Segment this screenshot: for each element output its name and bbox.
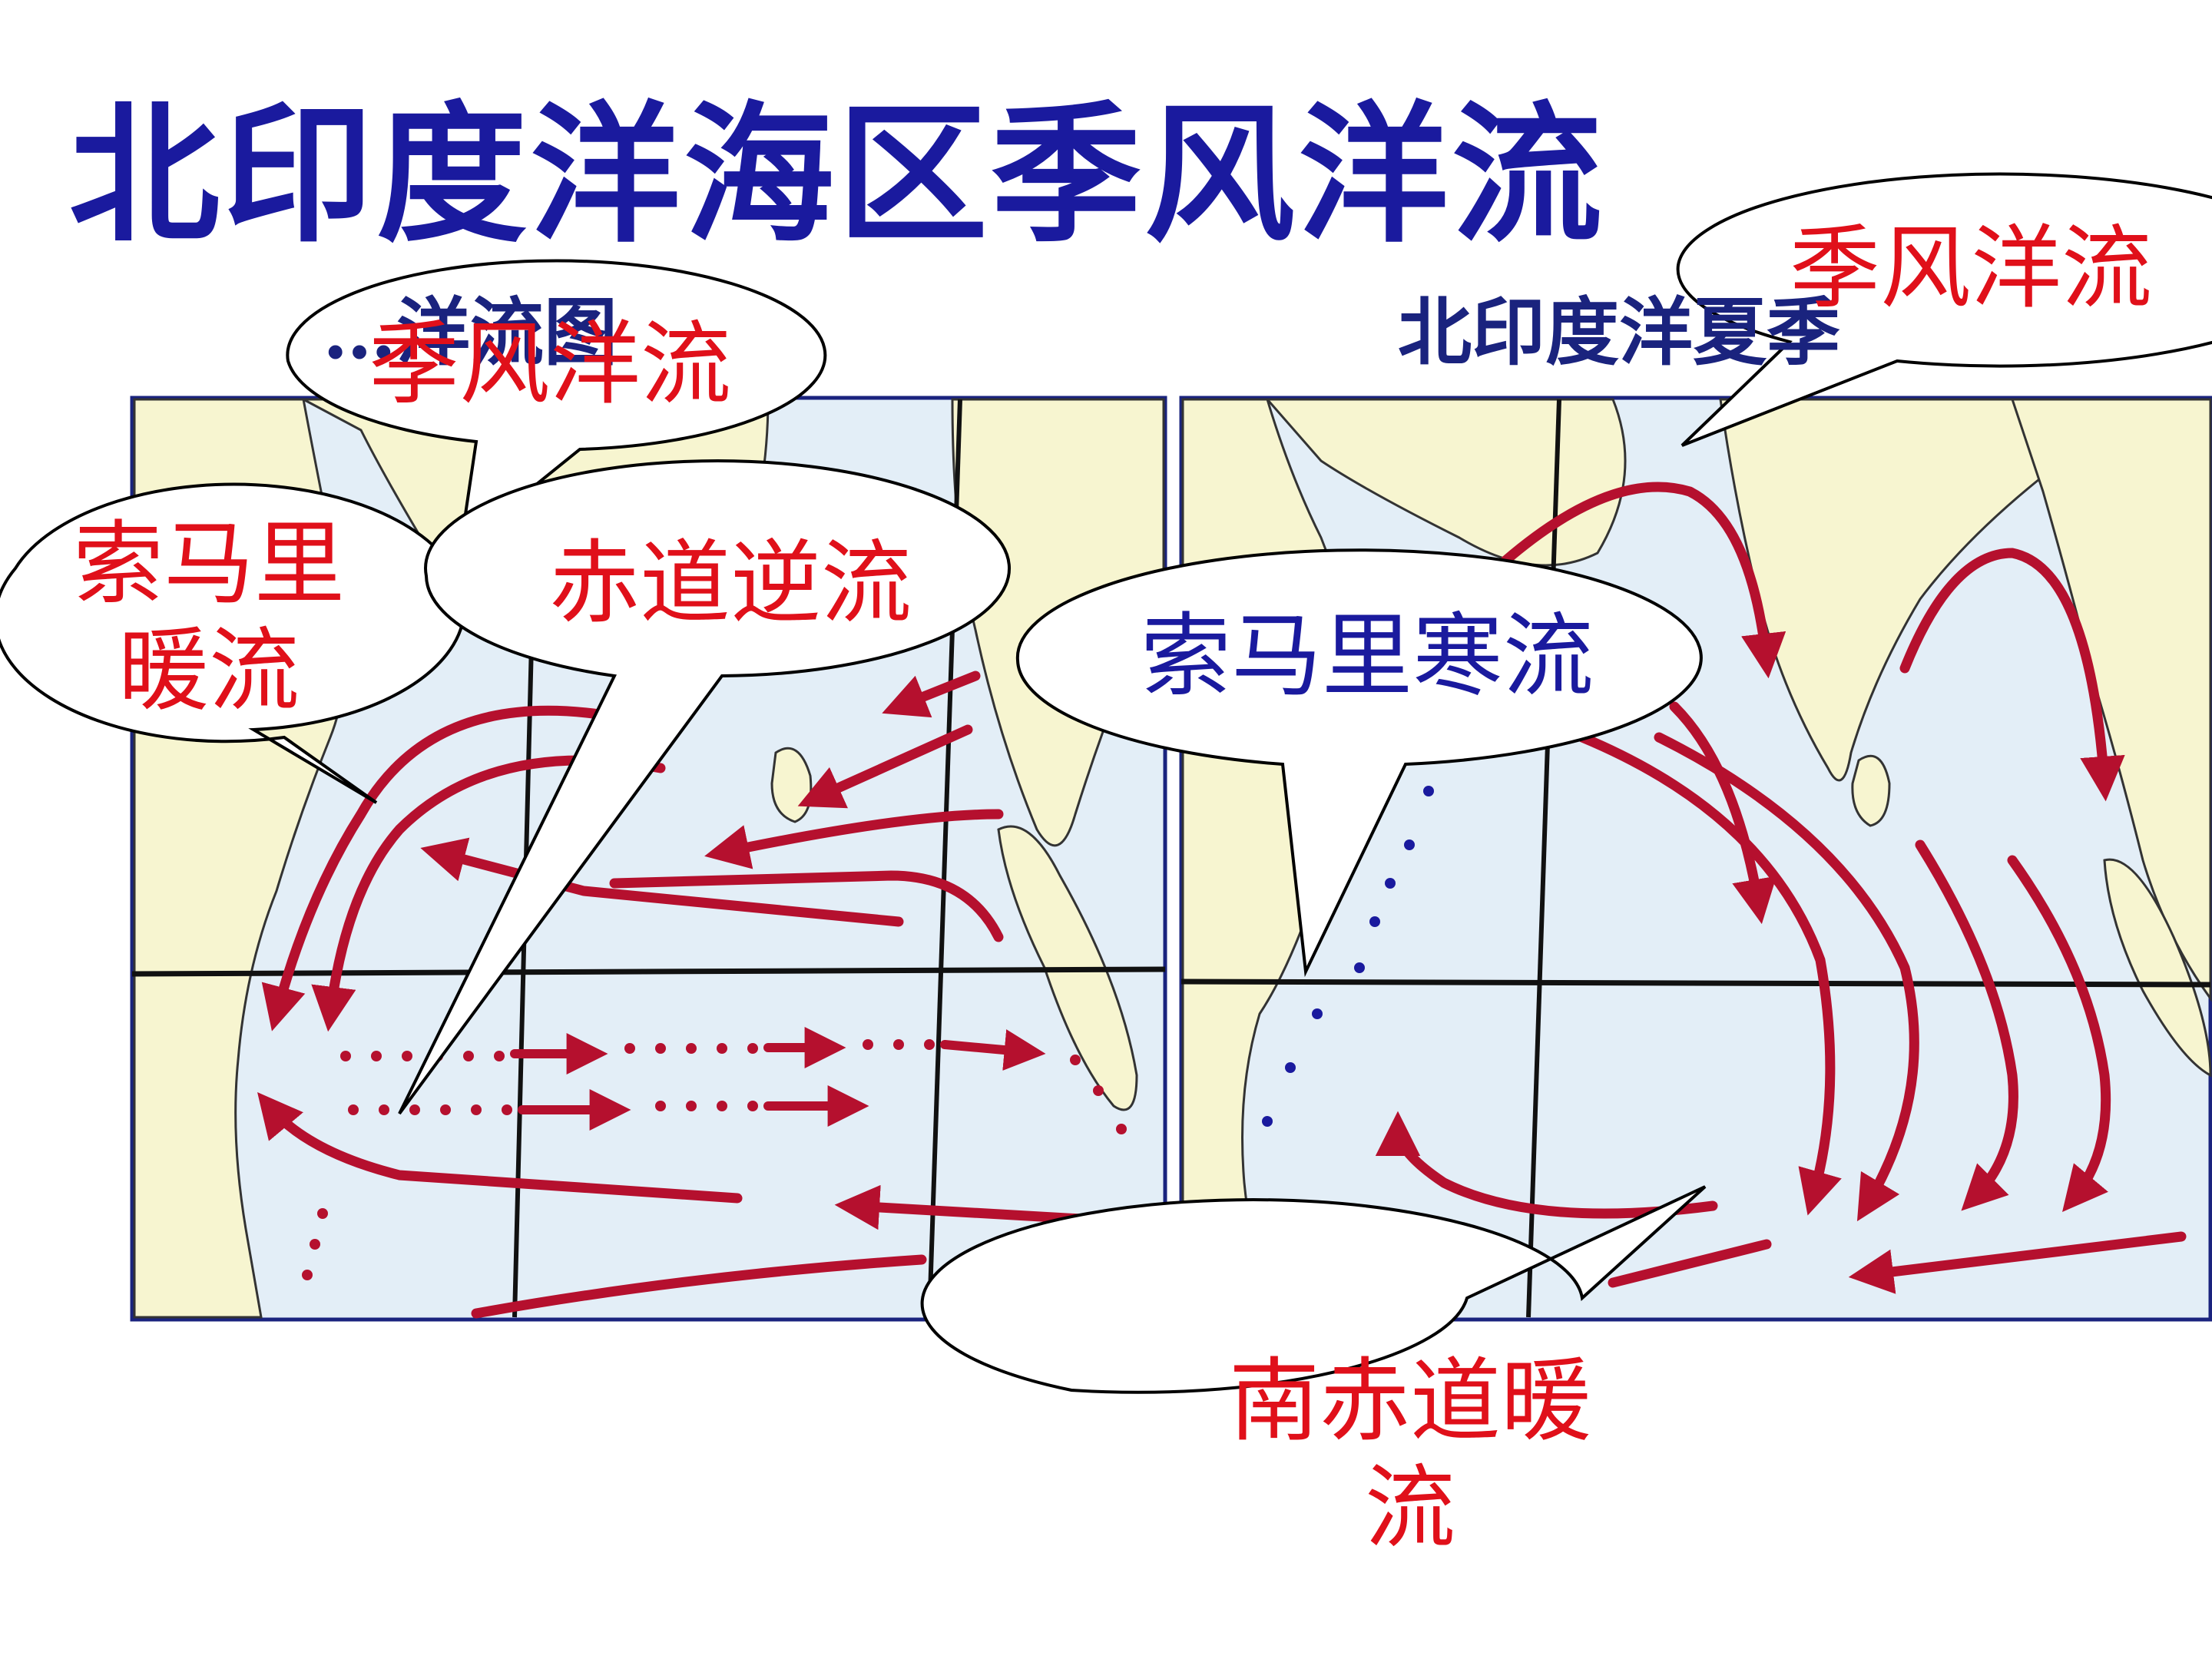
callout-bubble-somali-cold [1015,548,1703,978]
callout-bubble-monsoon-left [286,259,827,549]
current-arrow [1608,1239,1772,1288]
current-arrow [797,724,973,809]
callout-bubble-equatorial-counter [398,459,1011,1115]
callout-south-equatorial: 南赤道暖 流 [1229,1348,1592,1561]
equator-line [1181,979,2211,988]
callout-somali-warm: 索马里 暖流 [73,511,346,724]
island [2103,858,2212,1078]
current-arrow [257,1092,743,1204]
current-arrow [1848,1231,2187,1294]
left-map-header: …洋流图 [323,289,618,376]
current-arrow [704,809,1004,869]
callout-equatorial-counter: 赤道逆流 [549,530,912,636]
current-arrow [1915,839,2018,1211]
callout-bubble-monsoon-right [1676,172,2212,447]
current-arrow [1899,548,2125,802]
current-arrow [1669,701,1777,925]
callout-monsoon-right: 季风洋流 [1790,215,2153,321]
current-arrow [940,1029,1046,1071]
callout-somali-cold: 索马里寒流 [1141,603,1594,709]
equator-line [131,966,1166,977]
current-arrow [1577,732,1842,1216]
right-map-header: 北印度洋夏季 [1398,289,1840,376]
current-arrow [261,705,604,1031]
sri-lanka [1851,754,1891,827]
current-arrow [471,1254,927,1319]
current-arrow [420,837,904,927]
current-arrow [311,755,666,1032]
slide-title: 北印度洋海区季风洋流 [69,87,1606,263]
callout-monsoon-left: 季风洋流 [369,311,732,417]
current-arrow [1500,482,1786,679]
meridian-line [1526,399,1561,1318]
current-arrow [882,671,981,718]
current-arrow [1654,732,1919,1222]
current-arrow [609,870,1004,942]
cold-current-dots [1262,786,1434,1127]
current-arrow [2007,855,2111,1212]
callout-bubble-somali-warm [0,482,466,804]
current-arrow [1375,1111,1718,1219]
callout-bubble-south-equatorial [920,1185,1707,1394]
